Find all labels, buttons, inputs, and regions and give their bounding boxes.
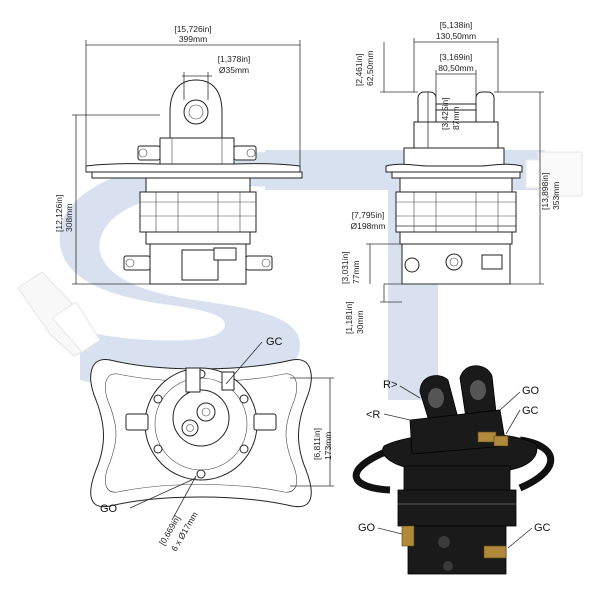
side-inner-width-mm: 80,50mm [438,63,473,73]
front-pin-dia-in: [1,378in] [218,54,251,64]
side-total-height-in: [13,898in] [540,173,550,210]
front-view [85,79,303,285]
front-brake-flange [85,163,301,173]
side-body-dia-in: [7,795in] [352,210,385,220]
side-shaft-height-mm: 30mm [355,310,365,334]
bottom-go-label: GO [100,503,118,515]
side-flange-height-in: [3,031in] [340,251,350,284]
front-pin-hole [183,99,209,125]
bottom-gc-label: GC [266,336,283,348]
side-brake-flange [385,163,523,173]
side-pin-height-in: [3,425in] [440,97,450,130]
bottom-height-mm: 173mm [323,432,333,460]
bottom-height-in: [6,811in] [312,428,322,460]
rotator-photo [352,365,555,575]
side-dimensions: [5,138in] 130,50mm [3,169in] 80,50mm [2,… [340,20,561,334]
front-dimensions: [15,726in] 399mm [1,378in] Ø35mm [12,126… [54,24,301,285]
side-inner-width-in: [3,169in] [440,52,473,62]
side-outer-width-in: [5,138in] [440,20,473,30]
side-body-dia-mm: Ø198mm [351,221,386,231]
side-outer-width-mm: 130,50mm [436,31,476,41]
photo-go-bottom: GO [358,522,376,534]
photo-r-right: R> [383,379,397,391]
photo-gc-bottom: GC [534,522,551,534]
front-height-in: [12,126in] [54,195,64,232]
photo-r-left: <R [366,409,380,421]
front-width-in: [15,726in] [174,24,211,34]
front-width-mm: 399mm [179,34,207,44]
photo-labels: R> <R GO GC GO GC [358,379,551,549]
bottom-view [90,359,312,508]
side-total-height-mm: 353mm [551,182,561,210]
side-ear-height-in: [2,461in] [354,53,364,86]
front-height-mm: 308mm [64,204,74,232]
photo-go-top: GO [522,385,540,397]
side-shaft-height-in: [1,181in] [344,301,354,334]
front-pin-dia-mm: Ø35mm [219,65,249,75]
side-flange-height-mm: 77mm [351,260,361,284]
side-pin-height-mm: 87mm [451,106,461,130]
photo-gc-top: GC [522,405,539,417]
side-ear-height-mm: 62,50mm [365,51,375,86]
side-view [385,91,523,285]
